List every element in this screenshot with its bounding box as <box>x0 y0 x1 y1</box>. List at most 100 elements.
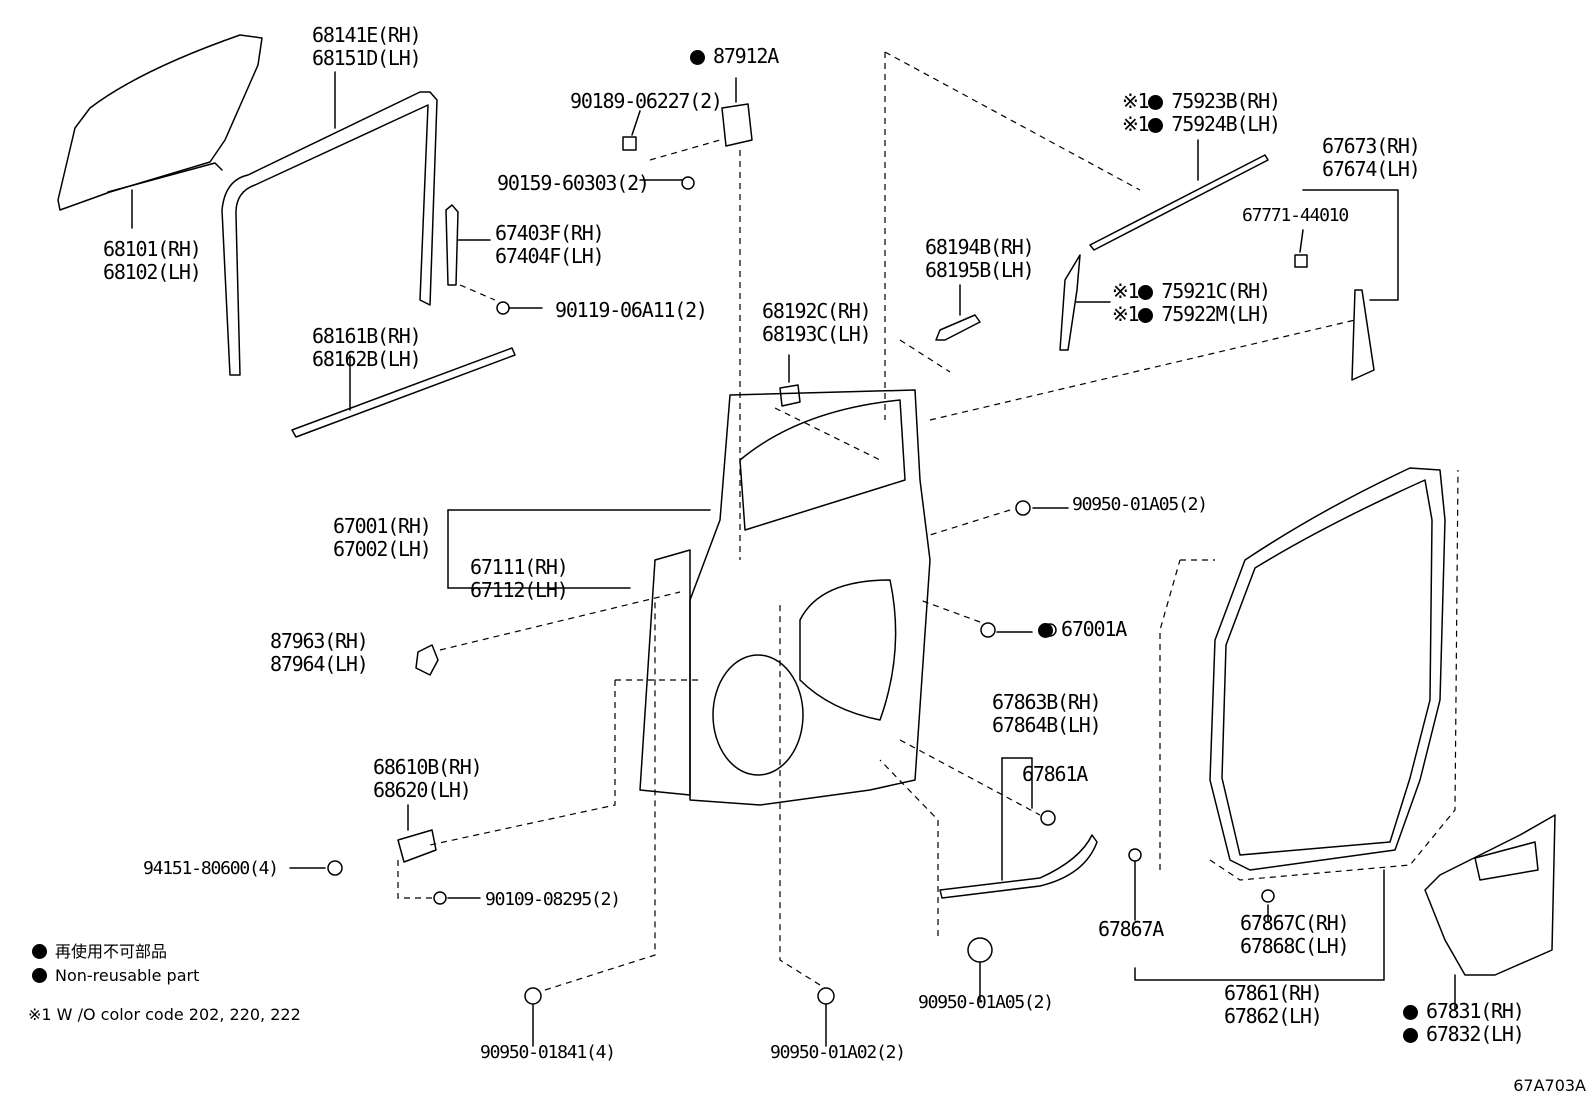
label-67861A: 67861A <box>1022 762 1088 786</box>
label-67674: 67674(LH) <box>1322 157 1421 181</box>
label-67862: 67862(LH) <box>1224 1004 1323 1028</box>
label-68620: 68620(LH) <box>373 778 472 802</box>
label-90159: 90159-60303(2) <box>497 171 650 195</box>
glass-run-channel <box>221 91 438 376</box>
label-87912: 87912A <box>690 45 779 67</box>
label-90950-d: 90950-01A02(2) <box>770 1042 906 1063</box>
label-68141: 68141E(RH) <box>312 23 422 47</box>
legend-jp: 再使用不可部品 <box>32 942 167 962</box>
label-67867A: 67867A <box>1098 917 1164 941</box>
label-90119: 90119-06A11(2) <box>555 298 708 322</box>
nut-icon <box>327 860 343 876</box>
label-68610: 68610B(RH) <box>373 755 483 779</box>
label-90950-b: 90950-01A05(2) <box>918 992 1054 1013</box>
label-90950-c: 90950-01841(4) <box>480 1042 616 1063</box>
trim-cover <box>415 644 439 676</box>
label-67001: 67001(RH) <box>333 514 432 538</box>
label-87964: 87964(LH) <box>270 652 369 676</box>
label-68162: 68162B(LH) <box>312 347 422 371</box>
label-87963: 87963(RH) <box>270 629 369 653</box>
reference-code: 67A703A <box>1513 1076 1586 1095</box>
door-weatherstrip <box>1209 467 1446 871</box>
label-67867C: 67867C(RH) <box>1240 911 1350 935</box>
leader-dash <box>919 599 981 623</box>
leader-line <box>1001 757 1033 809</box>
window-glass <box>57 34 263 211</box>
label-90189: 90189-06227(2) <box>570 89 723 113</box>
side-molding <box>1059 254 1081 351</box>
grommet-icon <box>967 937 993 963</box>
label-67861: 67861(RH) <box>1224 981 1323 1005</box>
label-67771: 67771-44010 <box>1242 205 1349 226</box>
bolt-icon <box>433 891 447 905</box>
clip-icon <box>1261 889 1275 903</box>
label-68151: 68151D(LH) <box>312 46 422 70</box>
label-68161: 68161B(RH) <box>312 324 422 348</box>
belt-weatherstrip <box>291 347 516 438</box>
label-67832: 67832(LH) <box>1403 1023 1525 1045</box>
leader-line <box>1299 229 1304 253</box>
clip-icon <box>1040 810 1056 826</box>
label-68192: 68192C(RH) <box>762 299 872 323</box>
non-reusable-dot-icon <box>690 50 705 65</box>
non-reusable-dot-icon <box>32 944 47 959</box>
label-67001A: 67001A <box>1038 618 1127 640</box>
label-68195: 68195B(LH) <box>925 258 1035 282</box>
label-67831: 67831(RH) <box>1403 1000 1525 1022</box>
grommet-icon <box>817 987 835 1005</box>
guide-rail <box>935 314 981 341</box>
label-67403: 67403F(RH) <box>495 221 605 245</box>
clip-icon <box>1128 848 1142 862</box>
non-reusable-dot-icon <box>32 968 47 983</box>
pillar-garnish <box>1351 289 1375 381</box>
label-68101: 68101(RH) <box>103 237 202 261</box>
clip-icon <box>1294 254 1308 268</box>
label-94151: 94151-80600(4) <box>143 858 279 879</box>
door-panel <box>689 389 931 806</box>
leader-dash <box>774 407 881 461</box>
non-reusable-dot-icon <box>1403 1005 1418 1020</box>
leader-line <box>1302 189 1399 301</box>
label-67404: 67404F(LH) <box>495 244 605 268</box>
clip-icon <box>622 136 637 151</box>
leader-dash <box>899 739 1041 816</box>
leader-dash <box>1209 469 1459 881</box>
label-67864: 67864B(LH) <box>992 713 1102 737</box>
label-68102: 68102(LH) <box>103 260 202 284</box>
leader-line <box>1134 869 1385 981</box>
leader-dash <box>1159 559 1181 870</box>
lower-weatherstrip <box>939 834 1098 899</box>
label-67002: 67002(LH) <box>333 537 432 561</box>
leader-dash <box>779 600 821 986</box>
leader-dash <box>929 509 1011 536</box>
label-90109: 90109-08295(2) <box>485 889 621 910</box>
leader-dash <box>884 51 1141 191</box>
leader-line <box>631 110 641 136</box>
non-reusable-dot-icon <box>1403 1028 1418 1043</box>
label-67673: 67673(RH) <box>1322 134 1421 158</box>
glass-bracket <box>779 384 801 407</box>
leader-dash <box>397 860 432 899</box>
grommet-icon <box>1015 500 1031 516</box>
non-reusable-dot-icon <box>1148 95 1164 110</box>
leader-dash <box>899 339 951 373</box>
label-68193: 68193C(LH) <box>762 322 872 346</box>
hinge-bracket <box>721 103 753 147</box>
non-reusable-dot-icon <box>1148 118 1164 133</box>
division-bar <box>445 204 459 286</box>
service-hole-cover <box>1424 814 1556 976</box>
leader-dash <box>439 591 681 651</box>
label-67112: 67112(LH) <box>470 578 569 602</box>
bolt-icon <box>496 301 510 315</box>
legend-note: ※1 W /O color code 202, 220, 222 <box>28 1005 301 1024</box>
leader-dash <box>879 759 939 936</box>
leader-dash <box>649 139 721 161</box>
label-67868C: 67868C(LH) <box>1240 934 1350 958</box>
legend-en: Non-reusable part <box>32 966 199 986</box>
label-67863: 67863B(RH) <box>992 690 1102 714</box>
